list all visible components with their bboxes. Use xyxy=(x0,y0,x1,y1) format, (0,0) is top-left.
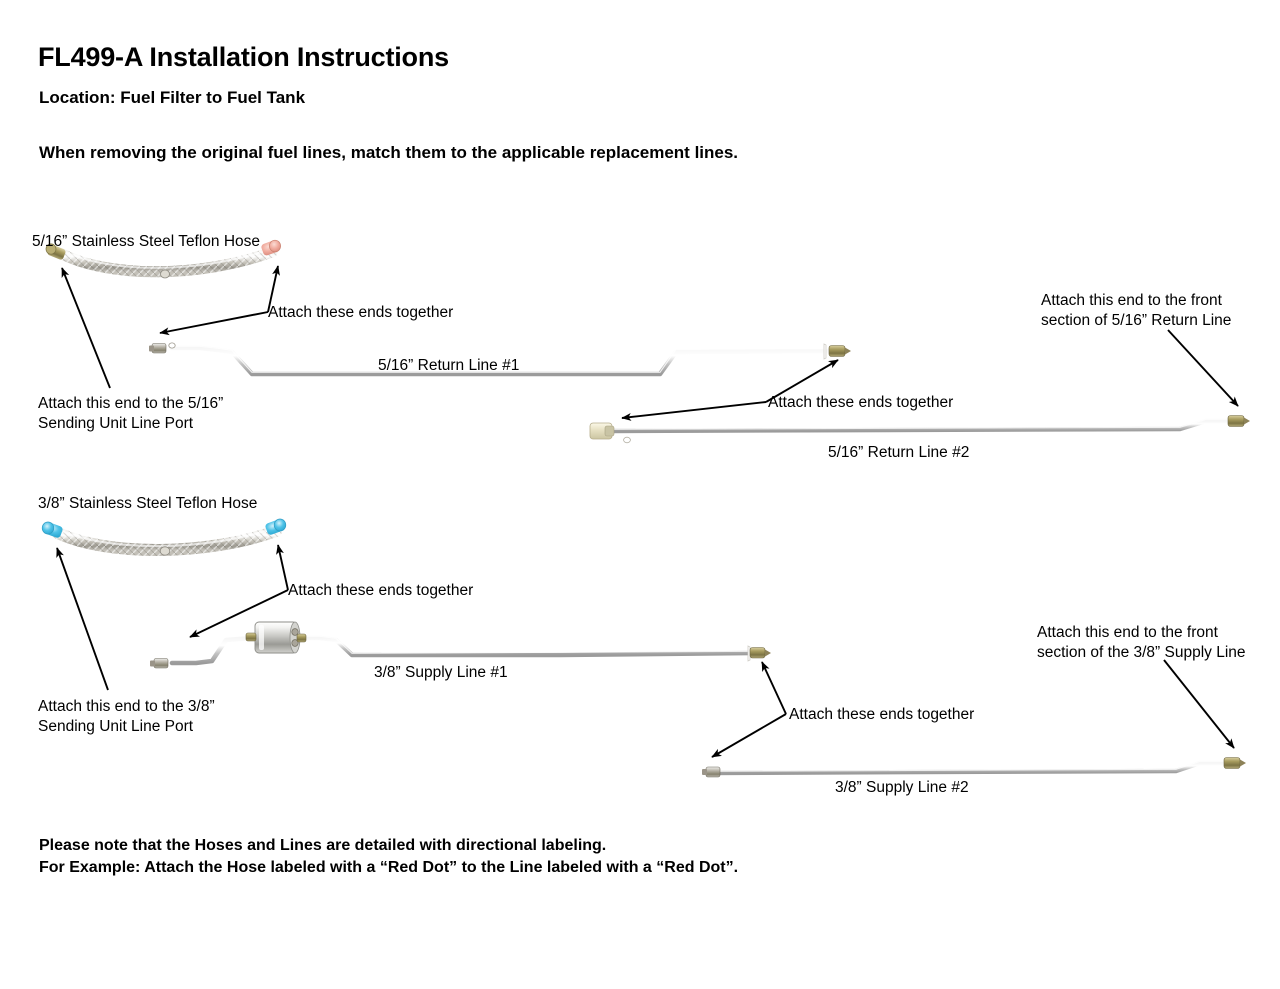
arrow-38-attach-to-line1 xyxy=(189,589,289,638)
hose-516-mid-band xyxy=(160,269,170,279)
return-line-1-right-fitting xyxy=(823,343,851,360)
supply-line-1-assembly xyxy=(150,621,771,669)
arrow-516-front-section xyxy=(1167,329,1239,407)
supply-line-2-tube xyxy=(705,760,1231,776)
label-attach-ends-38-top: Attach these ends together xyxy=(288,582,474,599)
arrow-516-sending-unit xyxy=(61,267,111,389)
fuel-filter-inlet-fitting xyxy=(245,632,257,642)
arrow-38-mid-attach-to-line1 xyxy=(761,661,787,715)
hose-516-highlight xyxy=(61,247,273,269)
supply-line-2-left-fitting xyxy=(702,766,721,778)
footer-note-line-2: For Example: Attach the Hose labeled wit… xyxy=(39,859,739,876)
arrow-516-attach-to-line1 xyxy=(159,311,269,336)
location-subtitle: Location: Fuel Filter to Fuel Tank xyxy=(39,88,306,107)
supply-line-1-left-fitting xyxy=(150,658,169,669)
return-line-2-left-fitting xyxy=(589,422,631,444)
arrow-38-attach-to-hose xyxy=(276,544,289,591)
label-hose-516: 5/16” Stainless Steel Teflon Hose xyxy=(32,233,261,250)
label-front-section-516: Attach this end to the front section of … xyxy=(1041,292,1232,329)
return-line-2-tube xyxy=(609,418,1235,434)
supply-line-1-highlight xyxy=(300,635,753,654)
label-supply-line-2: 3/8” Supply Line #2 xyxy=(835,779,969,796)
hose-516-braid-texture xyxy=(56,246,278,278)
supply-line-1-tube-right xyxy=(297,635,755,658)
arrow-516-attach-to-hose xyxy=(267,265,280,313)
supply-line-2-highlight xyxy=(707,760,1228,772)
arrow-38-mid-attach-to-line2 xyxy=(711,713,787,758)
hose-516-assembly xyxy=(45,239,281,279)
return-line-1-left-fitting xyxy=(149,342,176,354)
arrow-516-mid-attach-to-line2 xyxy=(621,401,767,421)
return-line-1-tube xyxy=(169,345,831,377)
return-line-2-right-fitting xyxy=(1227,415,1250,427)
label-sending-unit-516: Attach this end to the 5/16” Sending Uni… xyxy=(38,395,224,432)
hose-38-highlight xyxy=(57,526,277,548)
return-line-2-highlight xyxy=(611,418,1232,430)
label-attach-ends-38-mid: Attach these ends together xyxy=(789,706,975,723)
label-hose-38: 3/8” Stainless Steel Teflon Hose xyxy=(38,495,258,512)
fuel-filter-outlet-fitting xyxy=(296,633,307,643)
hose-38-assembly xyxy=(41,518,287,556)
fuel-filter-canister xyxy=(245,621,307,654)
page-title: FL499-A Installation Instructions xyxy=(38,42,449,72)
label-return-line-1: 5/16” Return Line #1 xyxy=(378,357,520,374)
label-supply-line-1: 3/8” Supply Line #1 xyxy=(374,664,508,681)
arrow-516-mid-attach-to-line1 xyxy=(765,359,839,403)
label-sending-unit-38: Attach this end to the 3/8” Sending Unit… xyxy=(38,698,215,735)
return-line-1-assembly xyxy=(149,342,851,377)
hose-38-right-fitting-blue-dot xyxy=(265,518,287,535)
supply-line-2-assembly xyxy=(702,757,1246,778)
matching-instruction: When removing the original fuel lines, m… xyxy=(39,143,739,162)
arrow-38-front-section xyxy=(1163,659,1235,749)
supply-line-2-right-fitting xyxy=(1223,757,1246,769)
label-attach-ends-516-mid: Attach these ends together xyxy=(768,394,954,411)
label-front-section-38: Attach this end to the front section of … xyxy=(1037,624,1246,661)
return-line-1-highlight xyxy=(172,345,829,373)
hose-38-left-fitting-blue-dot xyxy=(41,521,63,538)
supply-line-1-tube-left xyxy=(169,635,255,666)
label-return-line-2: 5/16” Return Line #2 xyxy=(828,444,970,461)
arrow-38-sending-unit xyxy=(56,547,109,691)
supply-line-1-right-fitting xyxy=(747,645,771,662)
hose-38-mid-band xyxy=(159,546,171,556)
footer-note-line-1: Please note that the Hoses and Lines are… xyxy=(39,837,607,854)
hose-516-right-fitting-red-dot xyxy=(261,239,281,256)
hose-516-left-fitting xyxy=(45,243,66,260)
return-line-2-assembly xyxy=(589,415,1250,444)
hose-38-braid-texture xyxy=(52,525,282,556)
label-attach-ends-516-top: Attach these ends together xyxy=(268,304,454,321)
